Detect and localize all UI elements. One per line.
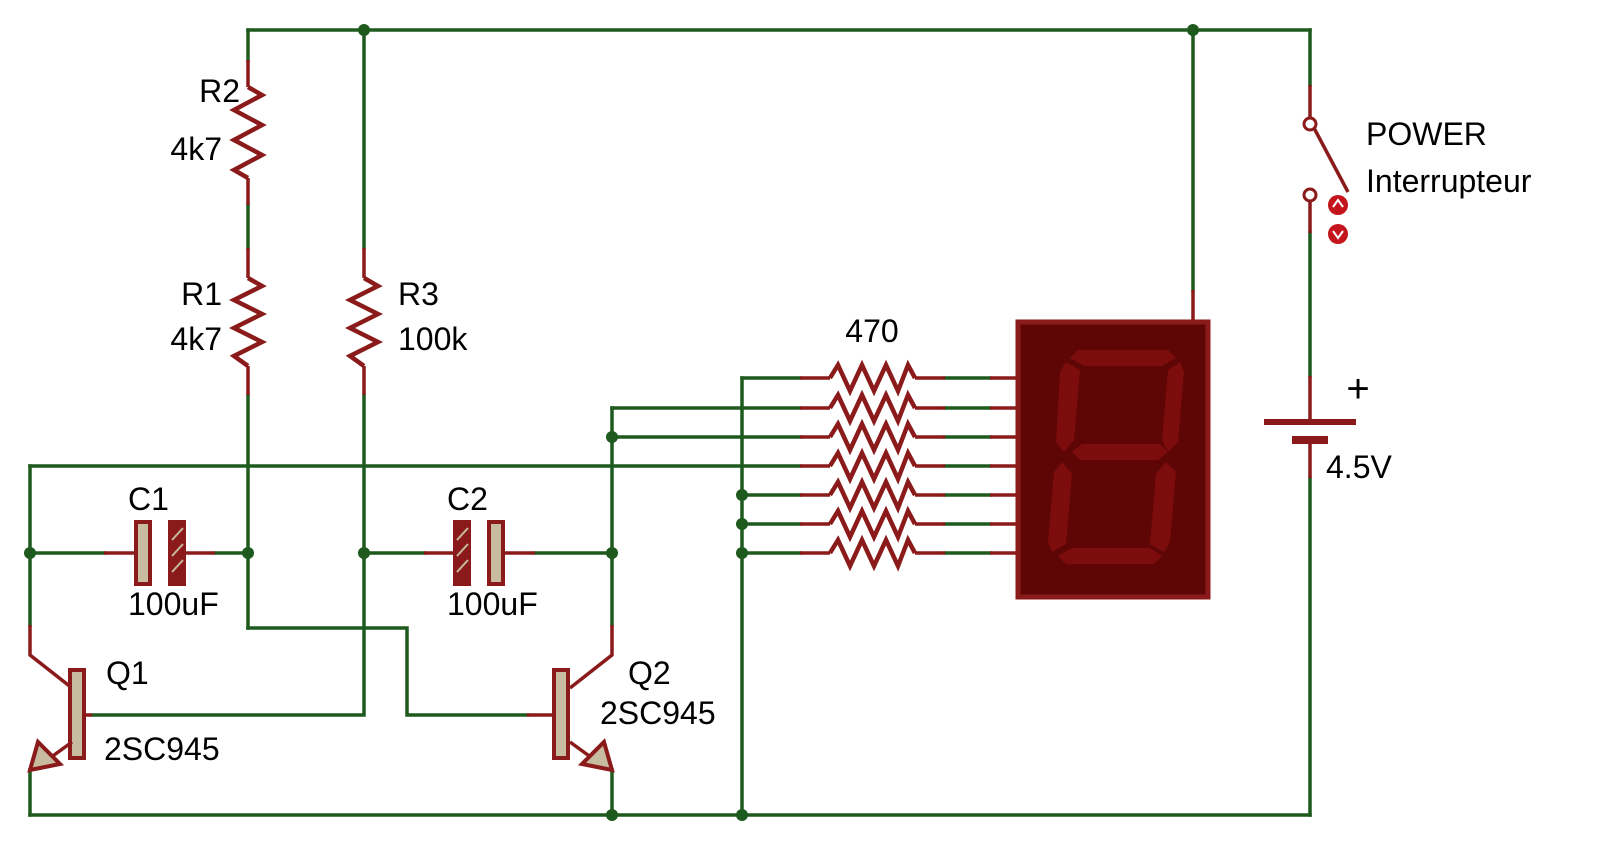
q1-base-bar xyxy=(68,668,86,760)
segment-resistor-value-label: 470 xyxy=(845,313,898,349)
battery: + 4.5V xyxy=(1264,367,1392,485)
resistor-zigzag xyxy=(228,276,268,368)
battery-value-label: 4.5V xyxy=(1326,449,1392,485)
wire-r1-cross-q2-base xyxy=(246,626,529,717)
junction-dot xyxy=(242,547,254,559)
junction-dot xyxy=(606,547,618,559)
resistor-zigzag xyxy=(229,85,267,180)
switch-toggle-down-icon xyxy=(1328,224,1348,244)
c2-plate-polarized xyxy=(453,520,471,586)
junction-dot xyxy=(606,431,618,443)
c1-value-label: 100uF xyxy=(128,586,219,622)
segment-g xyxy=(1072,444,1168,460)
segment-resistor xyxy=(800,418,945,456)
segment-f xyxy=(1056,362,1080,452)
junction-dot xyxy=(1187,24,1199,36)
r3-ref-label: R3 xyxy=(398,276,439,312)
resistor-r1: R1 4k7 xyxy=(170,248,268,395)
capacitor-c2: C2 100uF xyxy=(424,481,538,622)
r3-value-label: 100k xyxy=(398,321,468,357)
q1-value-label: 2SC945 xyxy=(104,731,220,767)
c2-ref-label: C2 xyxy=(447,481,488,517)
r2-value-label: 4k7 xyxy=(170,131,222,167)
segment-d xyxy=(1058,548,1162,564)
c2-value-label: 100uF xyxy=(447,586,538,622)
capacitor-c1: C1 100uF xyxy=(104,481,219,622)
segment-b xyxy=(1162,362,1184,452)
c1-plate-polarized xyxy=(168,520,186,586)
q2-value-label: 2SC945 xyxy=(600,695,716,731)
switch-contact-bottom xyxy=(1302,187,1318,203)
switch-lever xyxy=(1312,127,1350,193)
wire-r3-down-q1-base xyxy=(90,393,366,717)
segment-resistor xyxy=(800,447,945,485)
r2-ref-label: R2 xyxy=(199,73,240,109)
wires xyxy=(28,28,1312,817)
segment-resistor xyxy=(800,534,945,572)
power-switch: POWER Interrupteur xyxy=(1302,85,1532,244)
junction-dot xyxy=(736,489,748,501)
resistor-r2: R2 4k7 xyxy=(170,60,267,205)
battery-positive-sign: + xyxy=(1346,367,1369,411)
segment-resistor xyxy=(800,476,945,514)
transistor-q2: Q2 2SC945 xyxy=(527,625,716,773)
resistor-zigzag xyxy=(828,359,917,397)
resistor-zigzag xyxy=(344,276,384,368)
junction-dot xyxy=(736,809,748,821)
segment-resistor xyxy=(800,359,945,397)
switch-ref-label: POWER xyxy=(1366,116,1487,152)
resistor-r3: R3 100k xyxy=(344,248,468,395)
switch-value-label: Interrupteur xyxy=(1366,163,1532,199)
c2-plate-plain xyxy=(487,520,505,586)
segment-resistor xyxy=(800,505,945,543)
switch-contact-top xyxy=(1302,116,1318,132)
switch-toggle-buttons xyxy=(1328,195,1348,244)
q2-base-bar xyxy=(552,668,570,760)
q1-ref-label: Q1 xyxy=(106,655,149,691)
r1-ref-label: R1 xyxy=(181,276,222,312)
transistor-q1: Q1 2SC945 xyxy=(27,625,220,773)
junction-dot xyxy=(358,547,370,559)
resistor-zigzag xyxy=(828,447,917,485)
resistor-zigzag xyxy=(828,389,917,427)
q1-emitter-arrow xyxy=(27,738,65,773)
resistor-zigzag xyxy=(828,418,917,456)
r1-value-label: 4k7 xyxy=(170,321,222,357)
segment-e xyxy=(1048,462,1072,552)
junction-dot xyxy=(736,547,748,559)
junction-dot xyxy=(736,518,748,530)
resistor-zigzag xyxy=(828,534,917,572)
c1-plate-plain xyxy=(134,520,152,586)
segment-a xyxy=(1070,350,1176,366)
segment-resistor-array: 470 xyxy=(800,313,945,572)
segment-c xyxy=(1150,462,1176,552)
seven-segment-display xyxy=(990,290,1211,600)
q2-emitter-arrow xyxy=(577,738,615,773)
segment-resistor xyxy=(800,389,945,427)
junction-dot xyxy=(606,809,618,821)
resistor-zigzag xyxy=(828,476,917,514)
switch-toggle-up-icon xyxy=(1328,195,1348,215)
resistor-zigzag xyxy=(828,505,917,543)
q2-ref-label: Q2 xyxy=(628,655,671,691)
junctions xyxy=(24,24,1199,821)
junction-dot xyxy=(358,24,370,36)
junction-dot xyxy=(24,547,36,559)
c1-ref-label: C1 xyxy=(128,481,169,517)
